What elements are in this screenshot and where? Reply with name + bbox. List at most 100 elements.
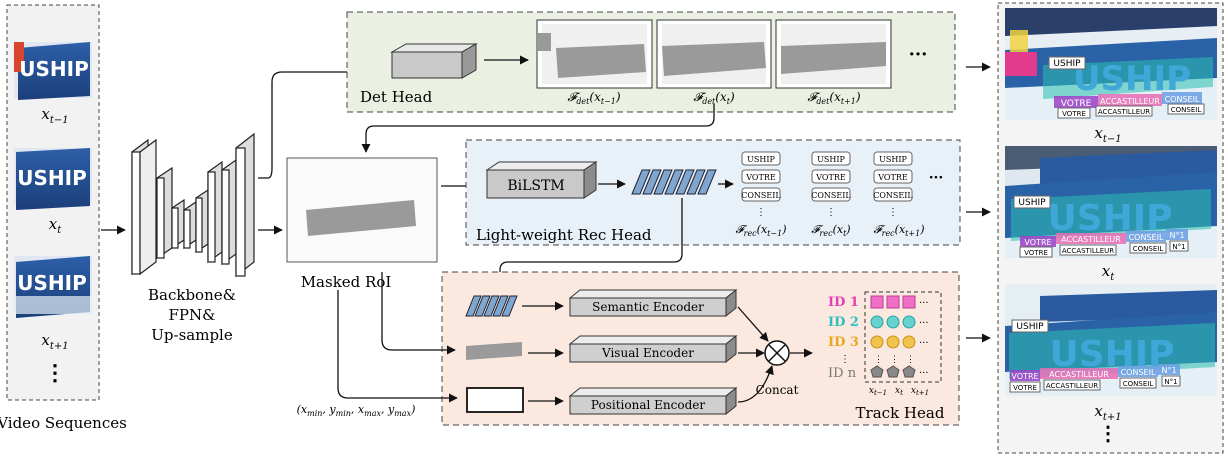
svg-text:⋮: ⋮: [840, 354, 850, 365]
id-matrix: ··· ··· ··· ⋮⋮⋮ ···: [870, 295, 929, 379]
id-label-3: ID 3: [828, 335, 859, 350]
svg-text:USHIP: USHIP: [1018, 198, 1046, 208]
svg-text:···: ···: [919, 318, 929, 329]
svg-text:USHIP: USHIP: [747, 155, 775, 164]
svg-text:N°1: N°1: [1161, 366, 1176, 375]
svg-text:CONSEIL: CONSEIL: [741, 191, 781, 200]
svg-text:VOTRE: VOTRE: [1024, 238, 1051, 247]
svg-text:ACCASTILLEUR: ACCASTILLEUR: [1100, 97, 1160, 106]
frame-label: xt: [49, 215, 62, 236]
det-head-label: Det Head: [360, 88, 433, 106]
result-frame-label: xt+1: [1094, 402, 1121, 423]
rec-output-column: USHIP VOTRE CONSEIL ⋮: [873, 151, 913, 218]
matrix-col-label: xt−1: [869, 386, 887, 397]
arrow: [381, 272, 456, 355]
frame-label: xt+1: [41, 331, 68, 352]
masked-roi-label: Masked RoI: [301, 273, 392, 291]
video-frame: USHIP: [14, 256, 92, 318]
svg-text:⋮: ⋮: [888, 207, 898, 218]
frame-sign-text: USHIP: [17, 166, 86, 190]
svg-text:VOTRE: VOTRE: [745, 173, 776, 182]
svg-text:CONSEIL: CONSEIL: [811, 191, 851, 200]
arrow: [337, 290, 458, 403]
rec-output-column: USHIP VOTRE CONSEIL ⋮: [811, 151, 851, 218]
svg-text:N°1: N°1: [1164, 378, 1177, 386]
svg-text:CONSEIL: CONSEIL: [1133, 245, 1164, 253]
matrix-col-label: xt+1: [911, 386, 929, 397]
svg-text:CONSEIL: CONSEIL: [1165, 95, 1200, 104]
semantic-feature-icon: [465, 295, 518, 317]
arrow: [495, 198, 683, 285]
result-frame: USHIP USHIP VOTRE ACCASTILLEUR CONSEIL V…: [1005, 8, 1217, 120]
result-frame-label: xt: [1102, 262, 1115, 283]
bilstm-block: [485, 161, 598, 199]
id-label-n: ID n: [828, 366, 857, 381]
det-output-map: [656, 19, 772, 89]
track-head-label: Track Head: [856, 404, 945, 422]
rec-head-label: Light-weight Rec Head: [476, 226, 652, 244]
svg-text:···: ···: [919, 368, 929, 379]
det-ellipsis: ···: [909, 44, 928, 65]
frame-sign-text: USHIP: [19, 57, 88, 81]
svg-text:USHIP: USHIP: [817, 155, 845, 164]
svg-text:VOTRE: VOTRE: [1062, 110, 1086, 118]
video-frame: USHIP: [14, 42, 92, 100]
concat-label: Concat: [756, 383, 799, 397]
rec-output-column: USHIP VOTRE CONSEIL ⋮: [741, 151, 781, 218]
svg-text:CONSEIL: CONSEIL: [1171, 106, 1202, 114]
result-frame: USHIP USHIP VOTRE ACCASTILLEUR CONSEIL N…: [1005, 284, 1217, 396]
arrow: [737, 306, 769, 342]
svg-text:ACCASTILLEUR: ACCASTILLEUR: [1046, 382, 1098, 390]
svg-text:⋮: ⋮: [756, 207, 766, 218]
frame-sign-text: USHIP: [17, 271, 86, 295]
frames-ellipsis: ⋮: [44, 360, 66, 386]
coordinates-label: (xmin, ymin, xmax, ymax): [297, 403, 416, 418]
arrow: [361, 104, 715, 153]
svg-text:USHIP: USHIP: [1053, 59, 1081, 69]
svg-text:ACCASTILLEUR: ACCASTILLEUR: [1098, 108, 1150, 116]
det-output-map: [775, 19, 892, 89]
results-ellipsis: ⋮: [1098, 421, 1118, 445]
backbone-icon: [131, 132, 255, 278]
backbone-label-1: Backbone&: [148, 286, 236, 304]
result-frame: USHIP USHIP VOTRE ACCASTILLEUR CONSEIL N…: [1005, 146, 1217, 258]
svg-text:⋮: ⋮: [874, 355, 883, 365]
concat-icon: [764, 340, 790, 366]
positional-box-icon: [466, 387, 524, 413]
svg-text:VOTRE: VOTRE: [1061, 99, 1092, 109]
backbone-label-2: FPN&: [169, 306, 216, 324]
backbone-label-3: Up-sample: [151, 326, 233, 344]
svg-text:ACCASTILLEUR: ACCASTILLEUR: [1061, 235, 1121, 244]
svg-text:VOTRE: VOTRE: [877, 173, 908, 182]
positional-encoder-label: Positional Encoder: [591, 398, 705, 412]
arrow: [258, 67, 376, 179]
svg-text:N°1: N°1: [1169, 231, 1184, 240]
det-feature-block: [390, 43, 478, 79]
matrix-col-label: xt: [895, 386, 903, 397]
video-frame: USHIP: [14, 148, 92, 210]
visual-roi-patch: [466, 342, 522, 360]
visual-encoder-label: Visual Encoder: [601, 346, 694, 360]
det-output-map: [536, 19, 653, 89]
svg-text:VOTRE: VOTRE: [1024, 249, 1048, 257]
visual-encoder-block: [568, 334, 738, 364]
svg-text:CONSEIL: CONSEIL: [1121, 368, 1156, 377]
id-label-1: ID 1: [828, 295, 859, 310]
id-matrix-box: [864, 291, 942, 383]
svg-text:···: ···: [919, 298, 929, 309]
svg-text:ACCASTILLEUR: ACCASTILLEUR: [1049, 370, 1109, 379]
svg-text:CONSEIL: CONSEIL: [1123, 380, 1154, 388]
svg-text:⋮: ⋮: [890, 355, 899, 365]
result-frame-label: xt−1: [1094, 124, 1121, 145]
svg-text:CONSEIL: CONSEIL: [1129, 233, 1164, 242]
frame-label: xt−1: [41, 105, 68, 126]
video-sequences-caption: Video Sequences: [0, 414, 127, 432]
svg-text:···: ···: [919, 338, 929, 349]
rec-feature-sequence-icon: [631, 169, 717, 195]
positional-encoder-block: [568, 386, 738, 416]
svg-text:VOTRE: VOTRE: [815, 173, 846, 182]
masked-roi-region: [306, 200, 416, 236]
svg-text:⋮: ⋮: [826, 207, 836, 218]
semantic-encoder-label: Semantic Encoder: [592, 300, 704, 314]
